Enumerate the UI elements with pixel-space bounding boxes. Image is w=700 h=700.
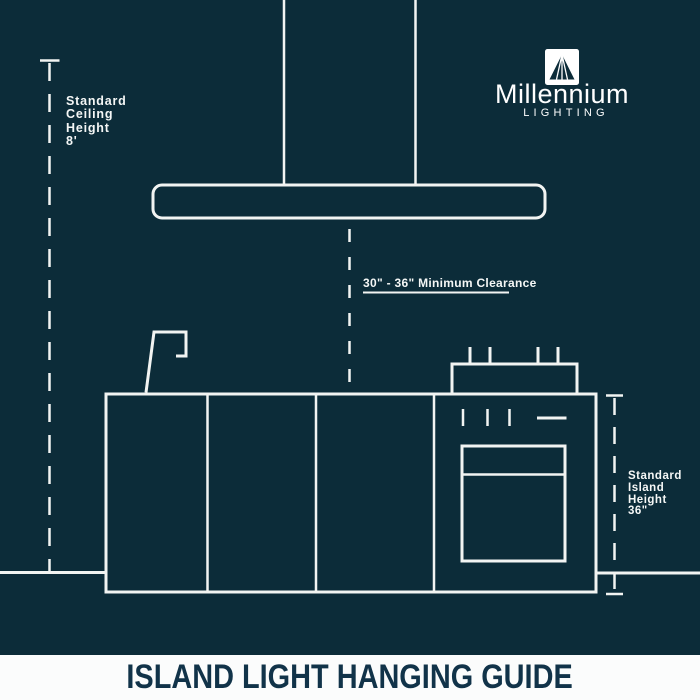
ceiling-height-label-line: Height — [66, 120, 110, 135]
kitchen-island — [104, 330, 598, 594]
footer-title: ISLAND LIGHT HANGING GUIDE — [126, 658, 574, 696]
island-height-value: 36" — [628, 505, 648, 518]
ceiling-height-label: Standard Ceiling Height 8' — [66, 94, 127, 149]
island-height-label-line: Standard — [628, 470, 682, 482]
faucet — [144, 330, 188, 393]
ceiling-height-value: 8' — [66, 134, 78, 149]
island-height-label-line: Island — [628, 481, 665, 494]
island-height-label-line: Height — [628, 493, 667, 506]
pendant-light-fixture — [151, 0, 547, 220]
pendant-rods — [282, 0, 417, 186]
ceiling-height-label-line: Standard — [66, 94, 127, 108]
clearance-label: 30" - 36" Minimum Clearance — [363, 276, 537, 290]
pendant-shade — [151, 183, 547, 220]
range-stove — [450, 347, 579, 563]
millennium-mountain-icon — [545, 49, 579, 90]
cabinet-door-dividers — [206, 394, 436, 592]
oven-door — [460, 444, 567, 563]
ceiling-height-dimension-line — [40, 59, 60, 571]
footer-banner: ISLAND LIGHT HANGING GUIDE — [0, 655, 700, 700]
logo-subtitle: LIGHTING — [523, 107, 609, 119]
ceiling-height-label-line: Ceiling — [66, 107, 114, 122]
island-height-dimension-line — [606, 394, 623, 596]
clearance-dimension-line — [348, 229, 509, 391]
island-body — [104, 392, 598, 594]
stove-knobs — [461, 409, 511, 426]
stove-control-panel — [450, 362, 579, 396]
island-height-label: Standard Island Height 36" — [628, 470, 682, 518]
logo-name: Millennium — [494, 79, 630, 109]
stove-burner-ticks — [468, 347, 560, 363]
